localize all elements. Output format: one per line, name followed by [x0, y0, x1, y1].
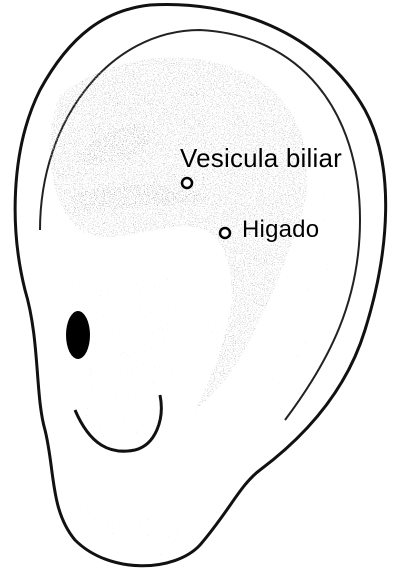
vesicula-point-marker [182, 178, 192, 188]
vesicula-biliar-label: Vesicula biliar [180, 145, 342, 171]
ear-canal [66, 311, 90, 359]
higado-label: Higado [242, 218, 319, 242]
higado-point-marker [220, 228, 230, 238]
